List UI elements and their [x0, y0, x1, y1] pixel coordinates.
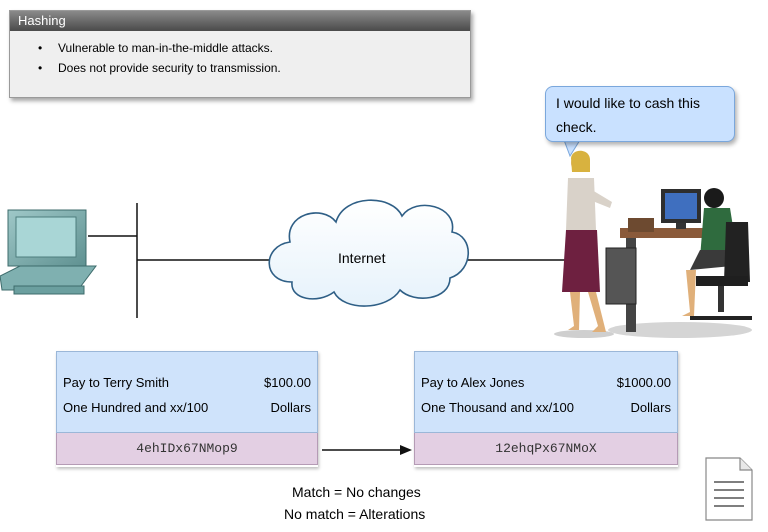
check-amount: $1000.00 — [616, 375, 671, 390]
check-amount-words: One Hundred and xx/100 — [63, 400, 209, 415]
check-hash: 4ehIDx67NMop9 — [56, 433, 318, 465]
check-altered: Pay to Alex Jones $1000.00 One Thousand … — [414, 351, 678, 467]
info-box-title: Hashing — [10, 11, 470, 31]
info-bullet: Vulnerable to man-in-the-middle attacks. — [38, 38, 470, 58]
check-currency: Dollars — [270, 400, 311, 415]
check-currency: Dollars — [630, 400, 671, 415]
info-box-list: Vulnerable to man-in-the-middle attacks.… — [10, 38, 470, 78]
check-payee: Pay to Alex Jones — [421, 375, 525, 390]
cloud-icon — [268, 199, 470, 307]
legend-no-match: No match = Alterations — [284, 506, 426, 522]
speech-bubble-tail — [563, 140, 581, 158]
arrow-icon — [322, 445, 412, 455]
check-body: Pay to Alex Jones $1000.00 One Thousand … — [414, 351, 678, 433]
check-payee: Pay to Terry Smith — [63, 375, 169, 390]
info-box: Hashing Vulnerable to man-in-the-middle … — [9, 10, 471, 98]
speech-bubble: I would like to cash this check. — [545, 86, 735, 142]
legend-match: Match = No changes — [292, 484, 421, 500]
info-bullet: Does not provide security to transmissio… — [38, 58, 470, 78]
internet-label: Internet — [338, 250, 386, 266]
network-lines — [88, 203, 580, 318]
person-at-desk-icon — [605, 188, 752, 338]
check-hash: 12ehqPx67NMoX — [414, 433, 678, 465]
check-body: Pay to Terry Smith $100.00 One Hundred a… — [56, 351, 318, 433]
check-original: Pay to Terry Smith $100.00 One Hundred a… — [56, 351, 318, 467]
check-amount: $100.00 — [264, 375, 311, 390]
document-icon — [705, 457, 753, 521]
person-standing-icon — [554, 150, 614, 338]
check-amount-words: One Thousand and xx/100 — [421, 400, 574, 415]
computer-icon — [0, 209, 97, 295]
